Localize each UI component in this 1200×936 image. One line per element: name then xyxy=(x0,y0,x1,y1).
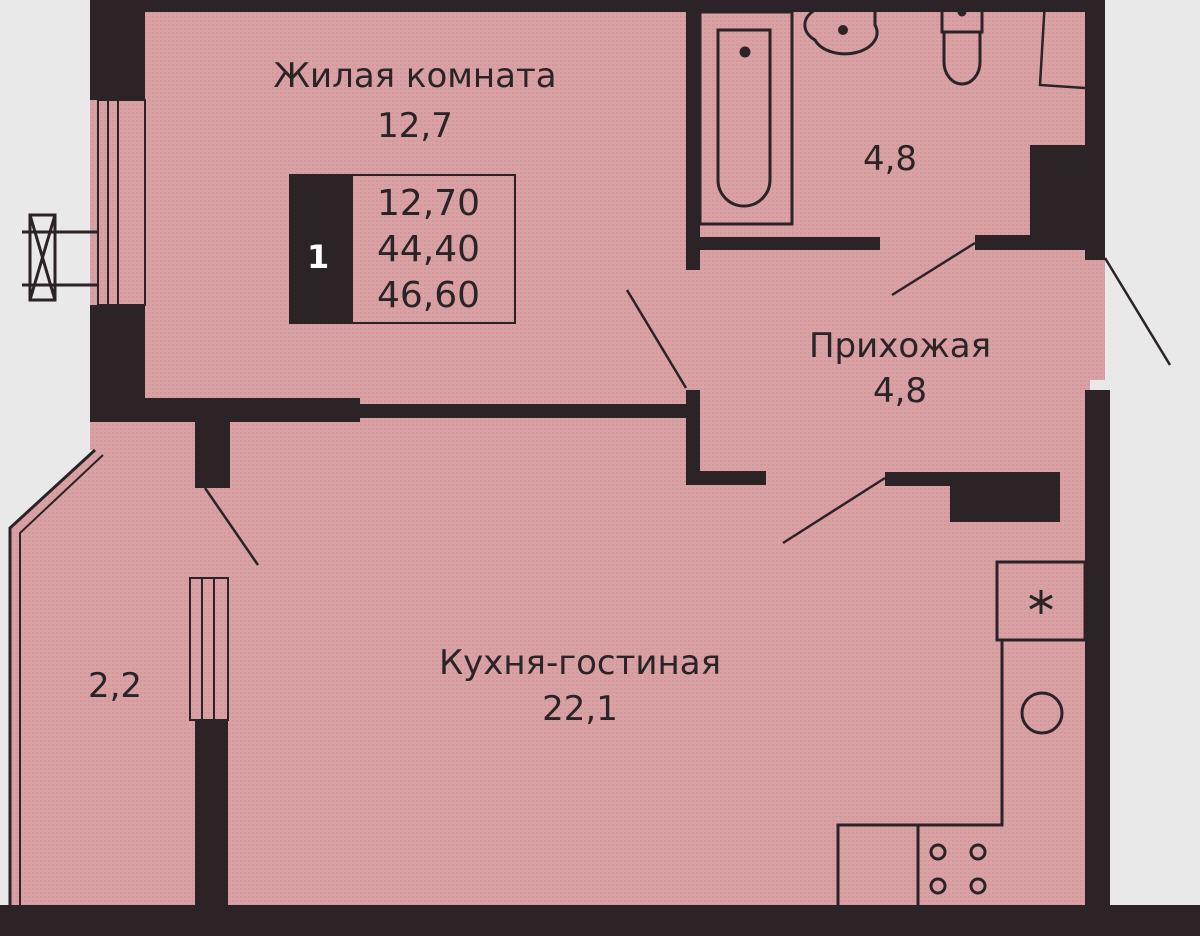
toilet-icon xyxy=(940,0,984,86)
bathtub-icon xyxy=(698,10,794,226)
stove-icon xyxy=(929,843,987,895)
door-swings xyxy=(203,241,1172,566)
living-room-area: 12,7 xyxy=(377,106,453,146)
hallway-area: 4,8 xyxy=(872,371,928,411)
balcony-area: 2,2 xyxy=(87,666,143,706)
ventilation-icon xyxy=(1029,590,1053,614)
rooms-count: 1 xyxy=(307,238,330,276)
living-area-value: 12,70 xyxy=(377,183,481,224)
windows xyxy=(8,99,229,905)
hallway-name: Прихожая xyxy=(808,326,992,366)
washing-machine-icon xyxy=(1038,0,1086,90)
bathroom-area: 4,8 xyxy=(862,139,918,179)
kitchen-counter xyxy=(836,560,1087,905)
living-room-name: Жилая комната xyxy=(273,56,557,96)
kitchen-name: Кухня-гостиная xyxy=(438,643,722,683)
kitchen-area: 22,1 xyxy=(542,689,618,729)
floor-area xyxy=(10,0,1105,936)
air-conditioner-icon xyxy=(22,213,98,302)
total-area-with-balcony-value: 46,60 xyxy=(377,275,481,316)
total-area-value: 44,40 xyxy=(377,229,481,270)
sink-icon xyxy=(803,8,879,56)
summary-box xyxy=(289,174,516,324)
